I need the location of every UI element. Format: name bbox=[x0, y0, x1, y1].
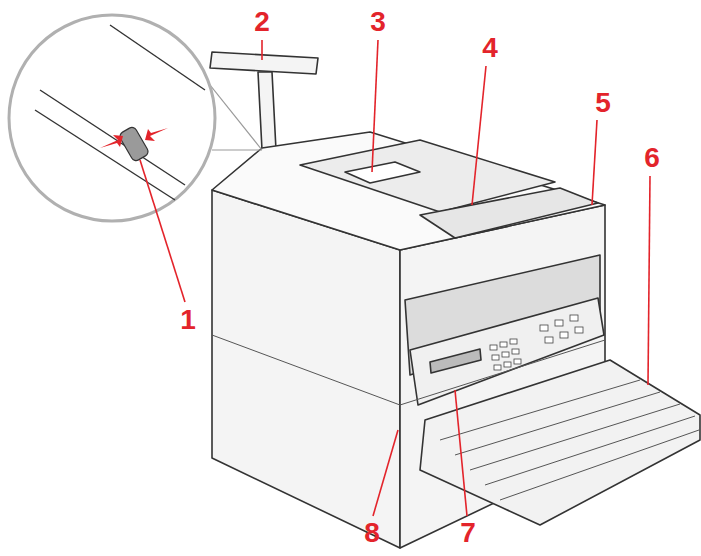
printer-side bbox=[212, 190, 400, 548]
callout-number: 8 bbox=[364, 519, 380, 547]
output-tray bbox=[420, 188, 598, 238]
callout-number: 3 bbox=[370, 8, 386, 36]
paper-support-stem bbox=[258, 72, 276, 150]
printer-top bbox=[212, 132, 605, 250]
callout-number: 7 bbox=[460, 519, 476, 547]
paper-support bbox=[210, 52, 318, 74]
callout-number: 2 bbox=[254, 8, 270, 36]
callout-number: 6 bbox=[644, 144, 660, 172]
magnifier-inset bbox=[9, 15, 262, 221]
lcd-display bbox=[430, 349, 481, 373]
paper-tray bbox=[420, 360, 700, 525]
callout-number: 1 bbox=[180, 306, 196, 334]
paper-guide bbox=[345, 162, 420, 183]
callout-number: 4 bbox=[482, 34, 498, 62]
leader-lines bbox=[140, 40, 650, 516]
callout-number: 5 bbox=[595, 89, 611, 117]
